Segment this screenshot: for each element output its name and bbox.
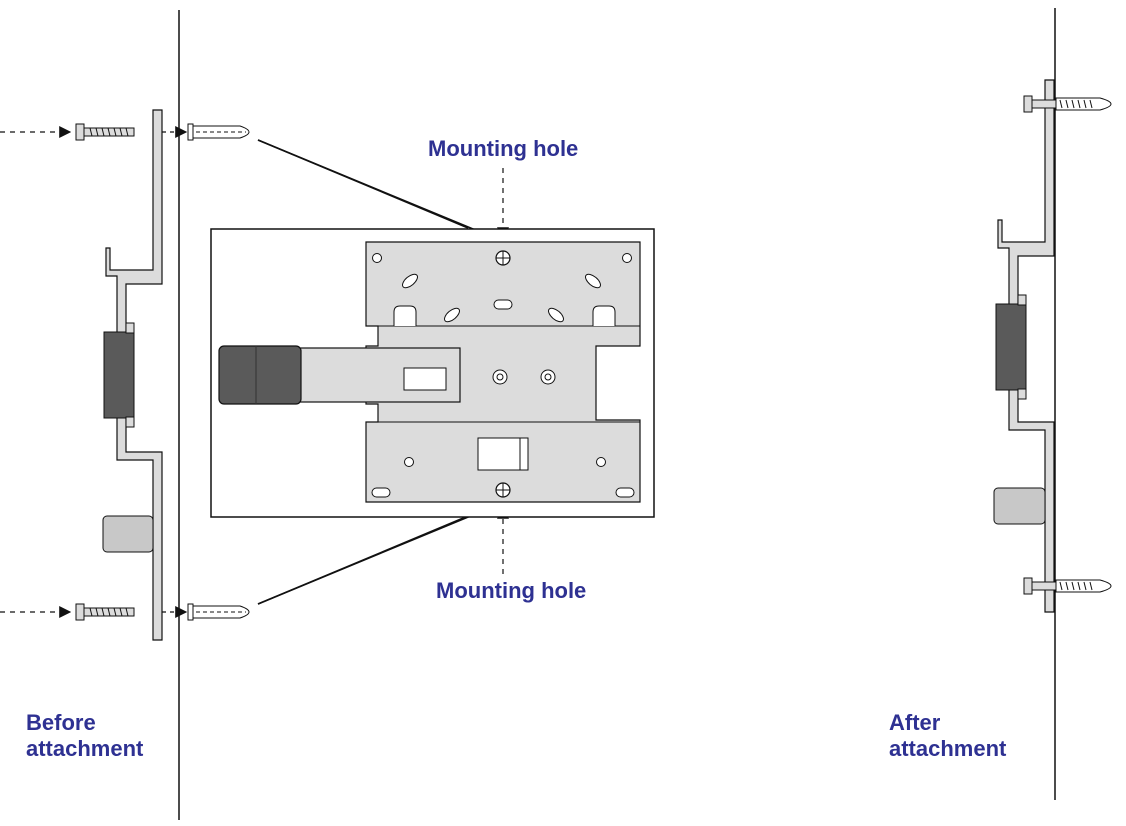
screw-top-right — [1023, 95, 1112, 113]
gray-block-left — [102, 515, 154, 553]
dark-part-tab-top — [125, 322, 135, 334]
label-mounting-hole-bottom: Mounting hole — [436, 578, 587, 603]
dark-grip-block — [218, 345, 302, 405]
anchor-top-left — [187, 123, 250, 141]
mounting-hole-top-marker — [495, 250, 511, 266]
gray-block-right — [993, 487, 1046, 525]
arm-slot — [403, 367, 447, 391]
anchor-bottom-left — [187, 603, 250, 621]
after-assembly — [993, 79, 1112, 613]
callout-lines — [257, 139, 491, 605]
label-before-line1: Before — [26, 710, 96, 735]
screw-bottom-right — [1023, 577, 1112, 595]
bracket-plate-front — [218, 241, 641, 503]
dark-part-tab-bottom — [125, 416, 135, 428]
screw-top-left — [75, 123, 135, 141]
label-mounting-hole-top: Mounting hole — [428, 136, 579, 161]
label-before-line2: attachment — [26, 736, 144, 761]
mounting-hole-bottom-marker — [495, 482, 511, 498]
label-after-attachment: After attachment — [889, 710, 1006, 762]
dark-part-left — [103, 331, 135, 419]
label-before-attachment: Before attachment — [26, 710, 143, 762]
before-assembly — [0, 109, 250, 641]
screw-bottom-left — [75, 603, 135, 621]
label-after-line1: After — [889, 710, 941, 735]
dark-part-right — [995, 303, 1027, 391]
label-after-line2: attachment — [889, 736, 1007, 761]
